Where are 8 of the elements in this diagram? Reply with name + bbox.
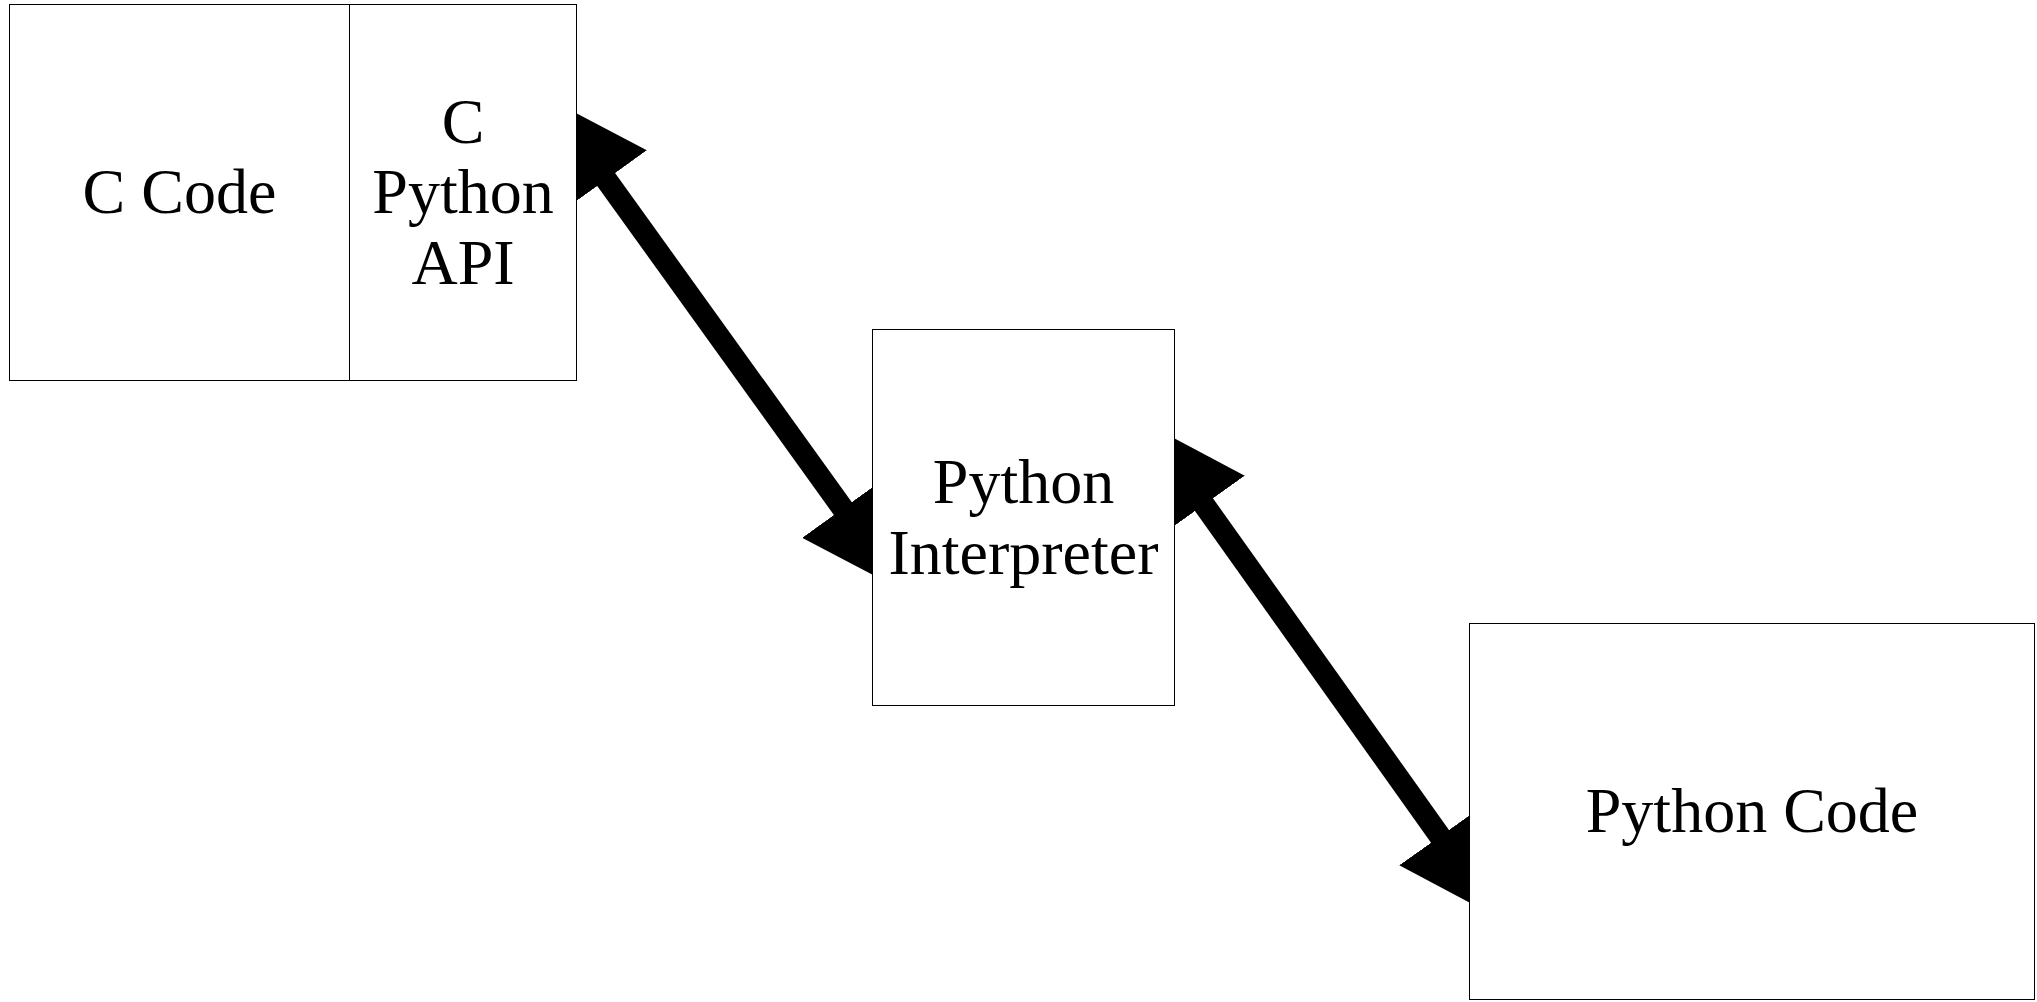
process-box <box>872 329 1175 706</box>
node-label: C Python API <box>371 86 555 299</box>
node-label: Python Interpreter <box>887 447 1160 588</box>
process-box <box>1469 623 2035 1000</box>
node-label: Python Code <box>1585 776 1919 847</box>
process-box <box>349 4 577 381</box>
node-label: C Code <box>82 157 277 228</box>
process-box <box>9 4 350 381</box>
